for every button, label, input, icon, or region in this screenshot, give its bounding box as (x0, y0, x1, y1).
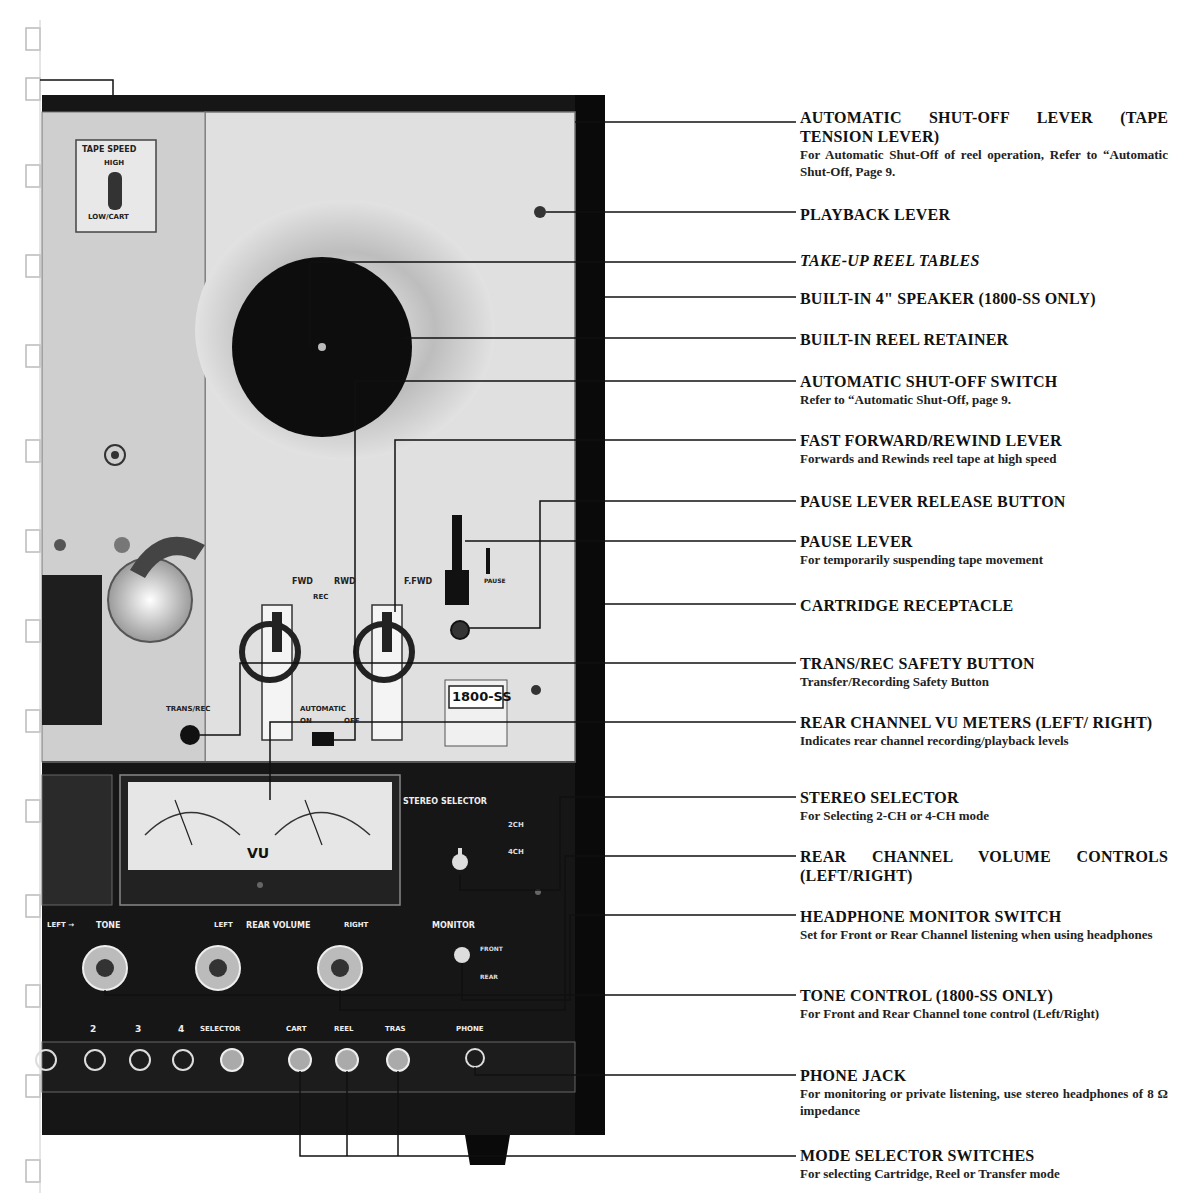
panel-marking: ON (300, 718, 312, 725)
part-name: REAR CHANNEL VU METERS (LEFT/ RIGHT) (800, 713, 1168, 732)
panel-marking: PAUSE (484, 578, 506, 584)
panel-marking: HIGH (104, 160, 124, 167)
part-name: TONE CONTROL (1800-SS ONLY) (800, 986, 1168, 1005)
callout: CARTRIDGE RECEPTACLE (800, 596, 1168, 615)
panel-marking: 2 (90, 1025, 96, 1034)
part-description: Set for Front or Rear Channel listening … (800, 926, 1168, 943)
panel-marking: TAPE SPEED (82, 146, 136, 154)
panel-marking: TRAS (385, 1026, 406, 1033)
part-description: For selecting Cartridge, Reel or Transfe… (800, 1165, 1168, 1182)
part-name: HEADPHONE MONITOR SWITCH (800, 907, 1168, 926)
part-name: MODE SELECTOR SWITCHES (800, 1146, 1168, 1165)
part-name: CARTRIDGE RECEPTACLE (800, 596, 1168, 615)
part-name: PLAYBACK LEVER (800, 205, 1168, 224)
panel-marking: MONITOR (432, 922, 475, 930)
panel-marking: AUTOMATIC (300, 706, 346, 713)
part-name: FAST FORWARD/REWIND LEVER (800, 431, 1168, 450)
part-description: For monitoring or private listening, use… (800, 1085, 1168, 1119)
part-name: TAKE-UP REEL TABLES (800, 251, 1168, 270)
part-description: For Selecting 2-CH or 4-CH mode (800, 807, 1168, 824)
callout: TONE CONTROL (1800-SS ONLY)For Front and… (800, 986, 1168, 1022)
panel-marking: STEREO SELECTOR (403, 798, 487, 806)
panel-marking: LOW/CART (88, 214, 129, 221)
panel-marking: LEFT (214, 922, 233, 929)
panel-marking: REC (313, 594, 328, 601)
callout: STEREO SELECTORFor Selecting 2-CH or 4-C… (800, 788, 1168, 824)
part-description: Forwards and Rewinds reel tape at high s… (800, 450, 1168, 467)
callout: REAR CHANNEL VU METERS (LEFT/ RIGHT)Indi… (800, 713, 1168, 749)
panel-marking: REAR VOLUME (246, 922, 310, 930)
panel-marking: LEFT → (47, 922, 74, 929)
part-description: For temporarily suspending tape movement (800, 551, 1168, 568)
callout: TAKE-UP REEL TABLES (800, 251, 1168, 270)
part-name: PHONE JACK (800, 1066, 1168, 1085)
panel-marking: 2CH (508, 822, 524, 829)
part-name: PAUSE LEVER (800, 532, 1168, 551)
callout: PLAYBACK LEVER (800, 205, 1168, 224)
part-name: STEREO SELECTOR (800, 788, 1168, 807)
callout: FAST FORWARD/REWIND LEVERForwards and Re… (800, 431, 1168, 467)
panel-marking: CART (286, 1026, 306, 1033)
callout: AUTOMATIC SHUT-OFF SWITCHRefer to “Autom… (800, 372, 1168, 408)
panel-marking: FWD (292, 578, 313, 586)
panel-marking: 3 (135, 1025, 141, 1034)
part-name: BUILT-IN REEL RETAINER (800, 330, 1168, 349)
panel-marking: VU (247, 846, 269, 860)
callout: MODE SELECTOR SWITCHESFor selecting Cart… (800, 1146, 1168, 1182)
part-name: AUTOMATIC SHUT-OFF SWITCH (800, 372, 1168, 391)
part-name: PAUSE LEVER RELEASE BUTTON (800, 492, 1168, 511)
part-name: BUILT-IN 4" SPEAKER (1800-SS ONLY) (800, 289, 1168, 308)
part-description: Indicates rear channel recording/playbac… (800, 732, 1168, 749)
panel-marking: SELECTOR (200, 1026, 240, 1033)
part-name: REAR CHANNEL VOLUME CONTROLS (LEFT/RIGHT… (800, 847, 1168, 885)
panel-marking: REEL (334, 1026, 353, 1033)
panel-marking: OFF (344, 718, 360, 725)
panel-marking: RIGHT (344, 922, 368, 929)
part-name: AUTOMATIC SHUT-OFF LEVER (TAPE TENSION L… (800, 108, 1168, 146)
part-description: For Front and Rear Channel tone control … (800, 1005, 1168, 1022)
part-name: TRANS/REC SAFETY BUTTON (800, 654, 1168, 673)
callout: BUILT-IN REEL RETAINER (800, 330, 1168, 349)
panel-marking: PHONE (456, 1026, 484, 1033)
callout: TRANS/REC SAFETY BUTTONTransfer/Recordin… (800, 654, 1168, 690)
panel-marking: 4CH (508, 849, 524, 856)
callout: AUTOMATIC SHUT-OFF LEVER (TAPE TENSION L… (800, 108, 1168, 180)
part-description: For Automatic Shut-Off of reel operation… (800, 146, 1168, 180)
panel-marking: FRONT (480, 946, 503, 952)
callout: REAR CHANNEL VOLUME CONTROLS (LEFT/RIGHT… (800, 847, 1168, 885)
panel-marking: 1800-SS (452, 690, 512, 703)
panel-marking: TRANS/REC (166, 706, 210, 713)
callout: PHONE JACKFor monitoring or private list… (800, 1066, 1168, 1119)
callout: BUILT-IN 4" SPEAKER (1800-SS ONLY) (800, 289, 1168, 308)
callout: PAUSE LEVERFor temporarily suspending ta… (800, 532, 1168, 568)
callout: HEADPHONE MONITOR SWITCHSet for Front or… (800, 907, 1168, 943)
panel-marking: 4 (178, 1025, 184, 1034)
part-description: Transfer/Recording Safety Button (800, 673, 1168, 690)
callout: PAUSE LEVER RELEASE BUTTON (800, 492, 1168, 511)
part-description: Refer to “Automatic Shut-Off, page 9. (800, 391, 1168, 408)
panel-marking: F.FWD (404, 578, 432, 586)
panel-marking: TONE (96, 922, 120, 930)
panel-marking: REAR (480, 974, 498, 980)
panel-marking: RWD (334, 578, 356, 586)
